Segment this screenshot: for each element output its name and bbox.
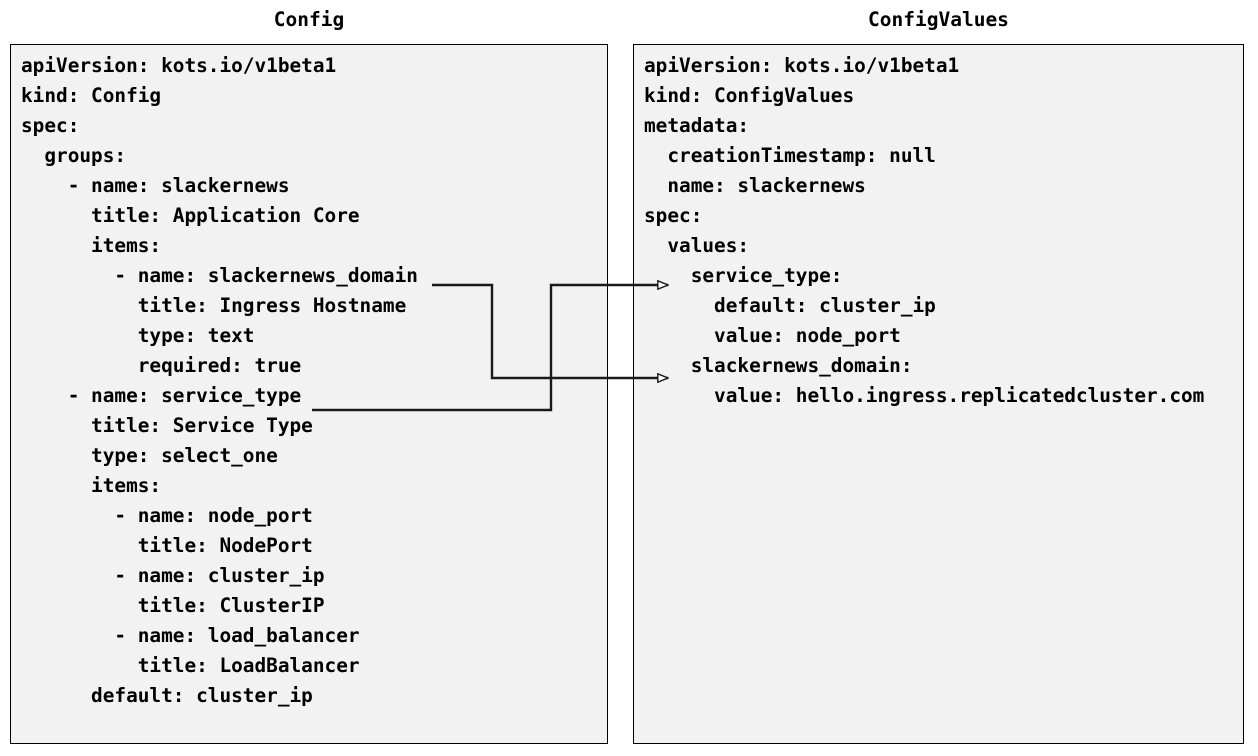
yaml-line: slackernews_domain: — [644, 354, 913, 377]
yaml-line: title: NodePort — [21, 534, 313, 557]
yaml-line: spec: — [644, 204, 703, 227]
yaml-line: type: select_one — [21, 444, 278, 467]
yaml-line: kind: Config — [21, 84, 162, 107]
yaml-line: title: LoadBalancer — [21, 654, 360, 677]
yaml-line: values: — [644, 234, 750, 257]
yaml-line: name: slackernews — [644, 174, 866, 197]
yaml-line: - name: service_type — [21, 384, 302, 407]
yaml-line: spec: — [21, 114, 80, 137]
yaml-line: - name: load_balancer — [21, 624, 360, 647]
panel-title-config: Config — [273, 8, 345, 31]
yaml-line: title: ClusterIP — [21, 594, 325, 617]
yaml-line: items: — [21, 234, 162, 257]
yaml-line: - name: slackernews_domain — [21, 264, 418, 287]
yaml-line: kind: ConfigValues — [644, 84, 855, 107]
yaml-line: - name: slackernews — [21, 174, 290, 197]
yaml-line: value: node_port — [644, 324, 901, 347]
yaml-line: service_type: — [644, 264, 843, 287]
yaml-line: title: Ingress Hostname — [21, 294, 407, 317]
panel-title-configvalues: ConfigValues — [868, 8, 1009, 31]
yaml-line: title: Application Core — [21, 204, 360, 227]
yaml-panel-config: apiVersion: kots.io/v1beta1 kind: Config s… — [10, 44, 608, 744]
yaml-line: title: Service Type — [21, 414, 313, 437]
yaml-line: items: — [21, 474, 162, 497]
yaml-panel-configvalues: apiVersion: kots.io/v1beta1 kind: ConfigV… — [633, 44, 1244, 744]
yaml-line: default: cluster_ip — [21, 684, 313, 707]
yaml-line: - name: cluster_ip — [21, 564, 325, 587]
yaml-line: metadata: — [644, 114, 750, 137]
yaml-line: creationTimestamp: null — [644, 144, 936, 167]
yaml-line: required: true — [21, 354, 302, 377]
yaml-line: - name: node_port — [21, 504, 313, 527]
yaml-line: value: hello.ingress.replicatedcluster.c… — [644, 384, 1205, 407]
yaml-line: default: cluster_ip — [644, 294, 936, 317]
yaml-line: groups: — [21, 144, 127, 167]
yaml-line: type: text — [21, 324, 255, 347]
yaml-body-config: apiVersion: kots.io/v1beta1 kind: Config s… — [21, 51, 607, 711]
yaml-body-configvalues: apiVersion: kots.io/v1beta1 kind: ConfigV… — [644, 51, 1243, 411]
yaml-line: apiVersion: kots.io/v1beta1 — [21, 54, 337, 77]
yaml-line: apiVersion: kots.io/v1beta1 — [644, 54, 960, 77]
